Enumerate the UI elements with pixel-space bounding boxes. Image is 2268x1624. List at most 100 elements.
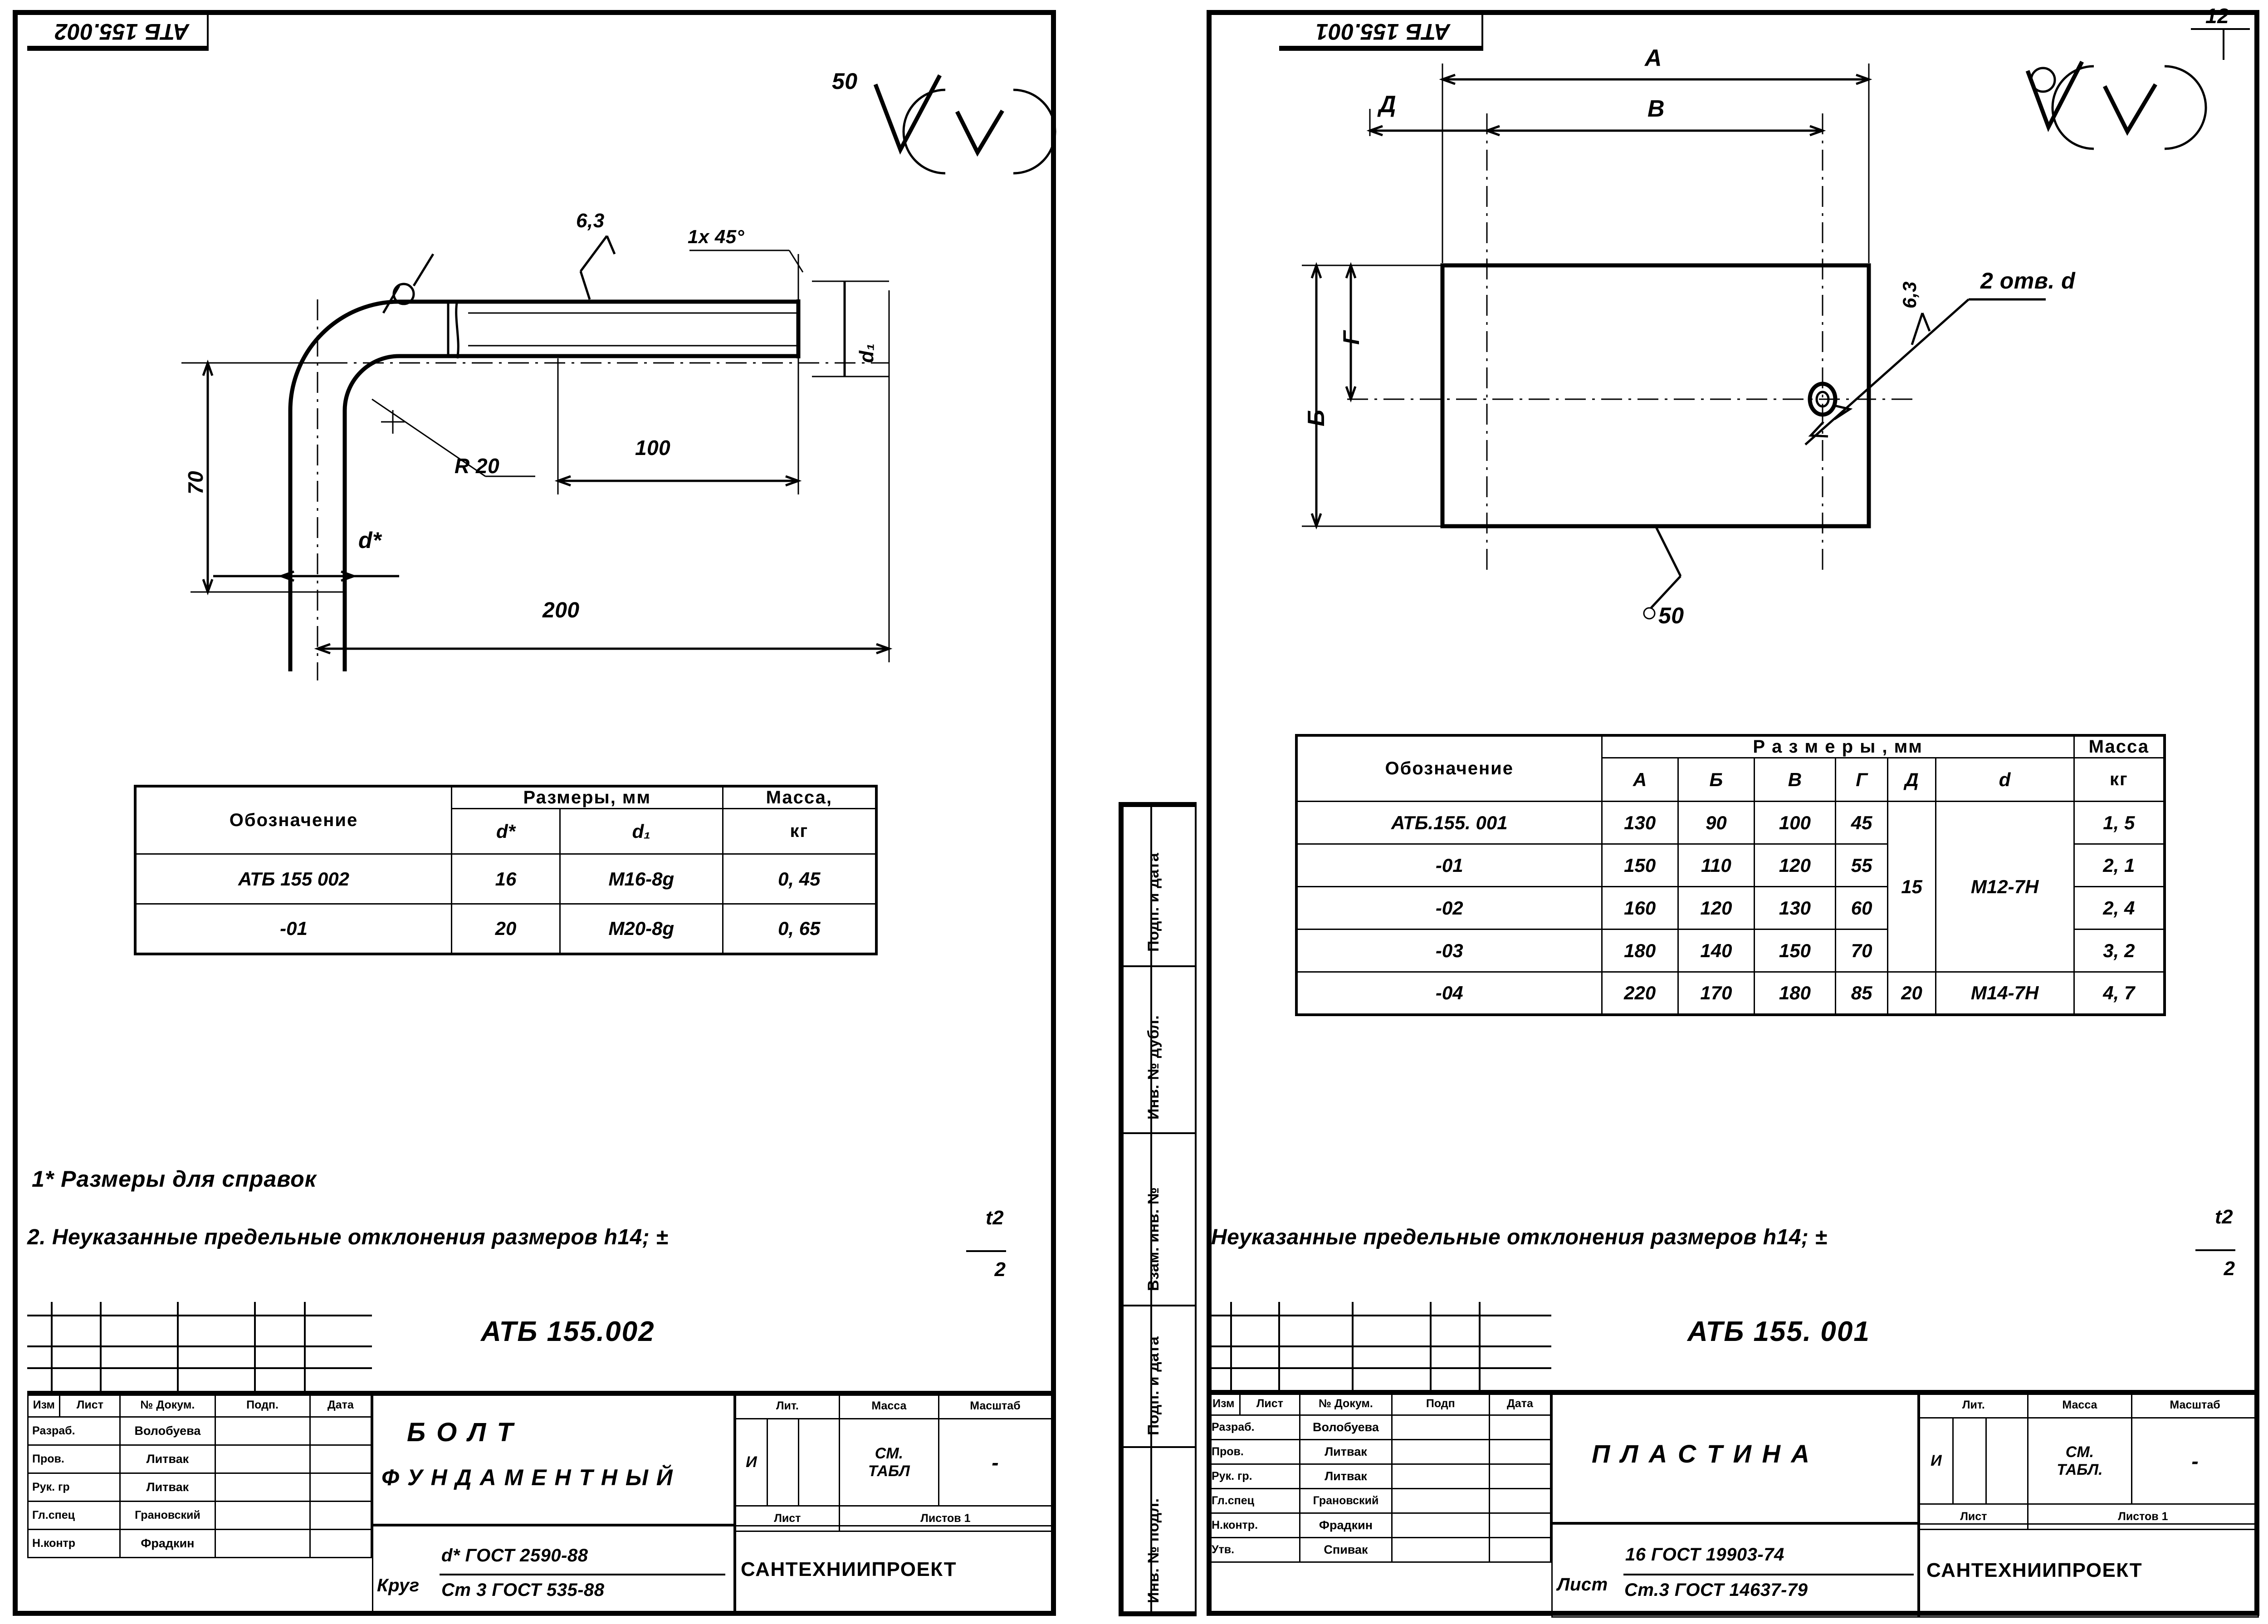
side-col-rule-1 xyxy=(1119,965,1197,967)
td-name: Грановский xyxy=(119,1501,216,1530)
sheet-bolt: АТБ 155.002 50 xyxy=(0,0,1080,1624)
td-role: Н.контр. xyxy=(1206,1512,1301,1538)
dim-label-roughness-hole: 6,3 xyxy=(1899,281,1920,308)
table-row: -02 160 120 130 60 2, 4 xyxy=(1295,886,2165,930)
cell-G: 60 xyxy=(1834,886,1889,930)
tb-lit-mass-scale: Лит. Масса Масштаб И СМ. ТАБЛ - Лист xyxy=(735,1393,1053,1532)
rev-row-1 xyxy=(27,1315,372,1316)
cell-d1: М16-8g xyxy=(559,853,723,905)
plate-parameter-table: Обозначение Р а з м е р ы , мм Масса А Б… xyxy=(1295,734,2166,1016)
side-label-podp-data-1: Подп. и дата xyxy=(1145,852,1162,952)
side-label-podp-data-2: Подп. и дата xyxy=(1145,1336,1162,1435)
th-V: В xyxy=(1754,757,1836,802)
surface-finish-glyph xyxy=(2025,60,2207,150)
td-mass-value: СМ. ТАБЛ xyxy=(838,1418,939,1507)
th-mass: Масса xyxy=(2073,734,2165,758)
tb-role-row: Разраб. Волобуева xyxy=(1206,1414,1552,1440)
dim-label-thread-length: 100 xyxy=(635,436,671,460)
tb-role-row: Рук. гр Литвак xyxy=(27,1472,372,1502)
cell-G: 85 xyxy=(1834,971,1889,1015)
rev-col-5 xyxy=(304,1302,306,1393)
note-fraction-bar xyxy=(966,1250,1006,1252)
cell-mass: 2, 1 xyxy=(2073,843,2165,887)
td-name: Фрадкин xyxy=(119,1529,216,1558)
cell-V: 180 xyxy=(1754,971,1836,1015)
sheet-frame-bottom xyxy=(13,1611,1056,1616)
note-fraction-denominator: 2 xyxy=(994,1258,1006,1281)
tb-lms-sheets: Лист Листов 1 xyxy=(1919,1503,2259,1530)
td-role: Рук. гр xyxy=(27,1472,121,1502)
tb-role-row: Утв. Спивак xyxy=(1206,1537,1552,1563)
td-name: Литвак xyxy=(119,1472,216,1502)
side-col-rule-4 xyxy=(1119,1446,1197,1448)
tb-material-bottom: Ст 3 ГОСТ 535-88 xyxy=(441,1580,605,1600)
td-name: Литвак xyxy=(1299,1439,1393,1465)
tb-part-name-panel: Б О Л Т Ф У Н Д А М Е Н Т Н Ы Й xyxy=(372,1393,735,1525)
cell-D: 20 xyxy=(1887,971,1936,1015)
dim-label-radius: R 20 xyxy=(455,454,500,478)
sheet-frame-left xyxy=(1207,10,1212,1616)
td-name: Фрадкин xyxy=(1299,1512,1393,1538)
td-role: Гл.спец xyxy=(1206,1488,1301,1514)
td-date xyxy=(1488,1512,1552,1538)
td-mass-line2: ТАБЛ. xyxy=(2057,1461,2103,1478)
td-mass-line1: СМ. xyxy=(2065,1443,2094,1461)
tb-designation-underline xyxy=(1551,1390,2259,1395)
cell-A: 180 xyxy=(1601,929,1679,973)
tb-designation: АТБ 155. 001 xyxy=(1687,1316,1870,1347)
dim-label-roughness-edge: 50 xyxy=(1658,603,1684,628)
note-line-1: Неуказанные предельные отклонения размер… xyxy=(1211,1225,1828,1249)
cell-mass: 0, 45 xyxy=(722,853,877,905)
th-mass-unit: кг xyxy=(722,808,877,855)
side-col-mid-rule xyxy=(1150,802,1152,1615)
tb-material-panel: Круг d* ГОСТ 2590-88 Ст 3 ГОСТ 535-88 xyxy=(372,1525,735,1615)
table-header-row-1: Обозначение Размеры, мм Масса, xyxy=(134,785,877,855)
th-d: d xyxy=(1935,757,2075,802)
cell-B: 110 xyxy=(1677,843,1755,887)
th-scale: Масштаб xyxy=(2131,1392,2259,1419)
th-d: d* xyxy=(450,808,561,855)
tb-material-prefix: Лист xyxy=(1557,1575,1608,1595)
td-role: Н.контр xyxy=(27,1529,121,1558)
dim-label-diameter: d* xyxy=(358,528,381,553)
sheet-plate: АТБ 155.001 xyxy=(1198,0,2268,1624)
cell-designation: АТБ.155. 001 xyxy=(1295,801,1603,845)
td-date xyxy=(309,1529,372,1558)
note-fraction-denominator: 2 xyxy=(2224,1257,2235,1280)
td-lit-value: И xyxy=(1919,1417,1954,1505)
td-date xyxy=(1488,1439,1552,1465)
tb-material-prefix: Круг xyxy=(377,1575,420,1595)
td-role: Разраб. xyxy=(27,1416,121,1446)
td-lit-blank-1 xyxy=(1952,1417,1987,1505)
tb-lms-header: Лит. Масса Масштаб xyxy=(1919,1392,2259,1419)
tb-material-divider xyxy=(1623,1574,1914,1575)
td-signature xyxy=(214,1501,311,1530)
note-fraction-numerator: t2 xyxy=(2214,1206,2234,1228)
sheet-frame-right xyxy=(1051,10,1056,1616)
tb-role-row: Рук. гр. Литвак xyxy=(1206,1463,1552,1489)
td-name: Волобуева xyxy=(119,1416,216,1446)
tb-roles-table: Изм Лист № Докум. Подп Дата Разраб. Воло… xyxy=(1206,1392,1552,1563)
rev-col-3 xyxy=(177,1302,179,1393)
tb-lms-values: И СМ. ТАБЛ. - xyxy=(1919,1417,2259,1505)
note-fraction-bar xyxy=(2195,1249,2235,1251)
dim-label-chamfer: 1х 45° xyxy=(688,226,744,247)
side-col-top-rule xyxy=(1119,802,1197,807)
tb-lms-values: И СМ. ТАБЛ - xyxy=(735,1418,1053,1507)
td-signature xyxy=(1391,1463,1490,1489)
th-mass: Масса xyxy=(838,1393,939,1419)
title-block-plate: АТБ 155. 001 Изм Лист № Докум. Подп Дата… xyxy=(1206,1302,2259,1619)
td-date xyxy=(1488,1537,1552,1563)
bolt-geometry xyxy=(181,235,893,680)
th-data: Дата xyxy=(1488,1392,1552,1416)
th-list-label: Лист xyxy=(735,1505,840,1532)
cell-designation: -01 xyxy=(1295,843,1603,887)
tb-role-row: Пров. Литвак xyxy=(27,1444,372,1474)
side-col-rule-2 xyxy=(1119,1132,1197,1134)
tb-lit-mass-scale: Лит. Масса Масштаб И СМ. ТАБЛ. - Лист xyxy=(1919,1392,2259,1530)
td-lit-blank-2 xyxy=(1985,1417,2028,1505)
th-izm: Изм xyxy=(1207,1392,1241,1416)
sheet-frame-left xyxy=(13,10,18,1616)
cell-designation: -03 xyxy=(1295,929,1603,973)
tb-organization: САНТЕХНИИПРОЕКТ xyxy=(741,1558,957,1580)
